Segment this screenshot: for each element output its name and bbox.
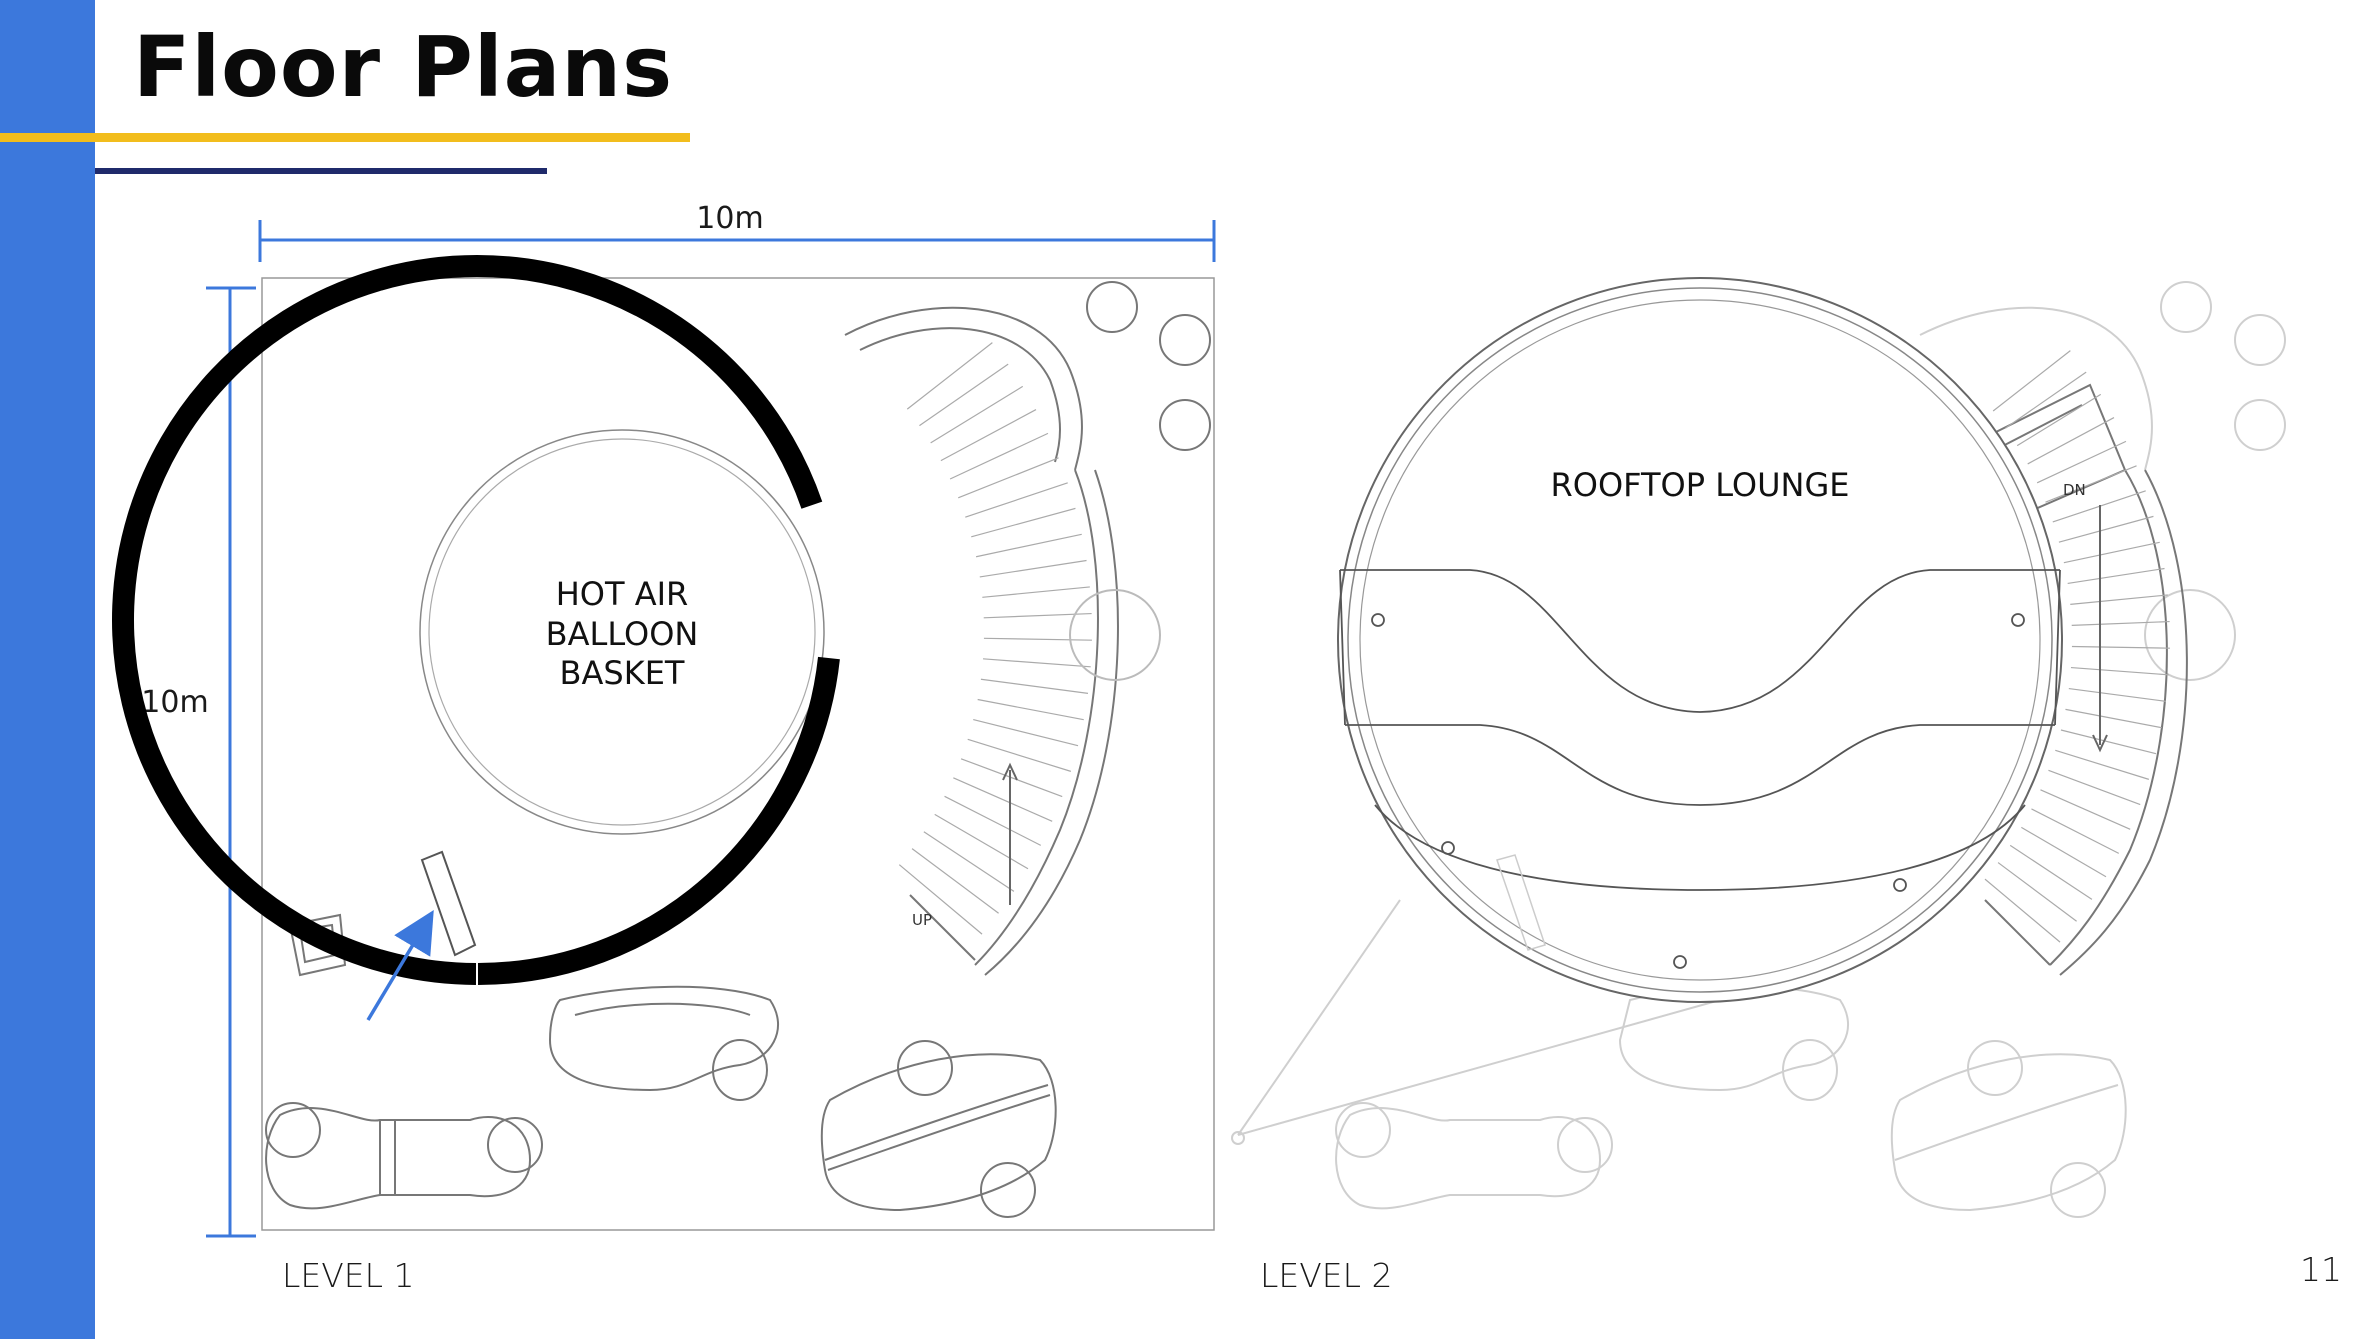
stair-tread <box>2048 769 2141 806</box>
basket-label-line2: BALLOON <box>546 615 699 653</box>
title-underline-yellow <box>0 133 690 142</box>
dimension-height <box>206 286 256 1238</box>
stair-tread <box>919 363 1009 427</box>
lounge-seating <box>1339 569 2061 969</box>
stair-tread <box>2058 515 2154 543</box>
slide-title: Floor Plans <box>133 18 674 116</box>
basket-label-line3: BASKET <box>560 654 685 692</box>
stair-tread <box>2040 789 2131 830</box>
basket-wall <box>112 255 842 985</box>
stair-tread <box>2009 844 2093 900</box>
stair-tread <box>944 795 1042 846</box>
stair-tread <box>960 758 1063 798</box>
landscape-level1 <box>265 281 1211 1218</box>
stair-tread <box>975 533 1082 558</box>
stair-tread <box>2063 541 2160 564</box>
entry-arrow <box>366 909 434 1021</box>
stair-tread <box>1984 878 2061 943</box>
level2-caption: LEVEL 2 <box>1260 1256 1393 1295</box>
stair-tread <box>971 507 1076 538</box>
basket-label-line1: HOT AIR <box>556 575 689 613</box>
page-number: 11 <box>2300 1250 2342 1289</box>
site-boundary-level1 <box>261 277 1215 1231</box>
dimension-height-label: 10m <box>141 685 208 720</box>
stair-tread <box>2071 620 2170 626</box>
stair-tread <box>2071 645 2170 649</box>
sidebar-accent <box>0 0 95 1339</box>
stair-tread <box>898 864 983 935</box>
title-underline-navy <box>95 168 547 174</box>
dimension-width <box>258 220 1216 262</box>
stair-tread <box>2021 826 2107 878</box>
stair-tread <box>940 409 1037 462</box>
stair-tread <box>2070 666 2169 676</box>
level2-underlay <box>1231 281 2286 1218</box>
stair-tread <box>953 777 1053 822</box>
stair-tread <box>2055 749 2150 780</box>
dimension-width-label: 10m <box>696 201 763 236</box>
stair-tread <box>949 432 1049 480</box>
stair-tread <box>2036 440 2127 484</box>
stair-tread <box>2060 729 2157 755</box>
stair-tread <box>1992 350 2071 412</box>
stair-tread <box>982 658 1091 668</box>
basket-door <box>420 850 477 957</box>
stair-tread <box>977 698 1084 721</box>
stair-tread <box>930 385 1024 444</box>
stair-tread <box>911 848 999 914</box>
stair-level1 <box>844 306 1161 976</box>
stair-tread <box>983 637 1092 641</box>
stair-tread <box>980 678 1089 694</box>
stair-tread <box>2067 567 2165 585</box>
stair-up-label: UP <box>912 911 932 929</box>
stair-tread <box>934 813 1029 870</box>
stair-tread <box>2016 393 2102 447</box>
basket-inner-ring-outer <box>419 429 825 835</box>
basket-inner-ring-inner <box>428 438 816 826</box>
stair-tread <box>973 718 1079 747</box>
lounge-label: ROOFTOP LOUNGE <box>1551 466 1850 504</box>
stair-dn-label: DN <box>2063 481 2086 499</box>
stair-tread <box>923 831 1015 892</box>
stair-tread <box>2045 465 2137 503</box>
level2-plan: DN ROOFTOP LOUNGE <box>1231 277 2286 1218</box>
stair-tread <box>2027 417 2115 465</box>
stair-tread <box>2065 708 2162 729</box>
roof-outer-ring <box>1337 277 2063 1003</box>
stair-tread <box>967 738 1072 772</box>
stair-tread <box>983 612 1092 619</box>
level1-caption: LEVEL 1 <box>282 1256 415 1295</box>
stair-tread <box>2005 371 2087 429</box>
stair-tread <box>2068 687 2167 702</box>
stair-tread <box>958 457 1059 499</box>
stair-tread <box>906 342 993 410</box>
stair-tread <box>982 586 1090 598</box>
stair-tread <box>1997 862 2077 922</box>
stair-tread <box>2031 808 2120 854</box>
level1-plan: 10m 10m UP <box>112 201 1216 1238</box>
stair-tread <box>965 482 1068 518</box>
stair-tread <box>979 559 1087 578</box>
stair-tread <box>2070 594 2168 605</box>
